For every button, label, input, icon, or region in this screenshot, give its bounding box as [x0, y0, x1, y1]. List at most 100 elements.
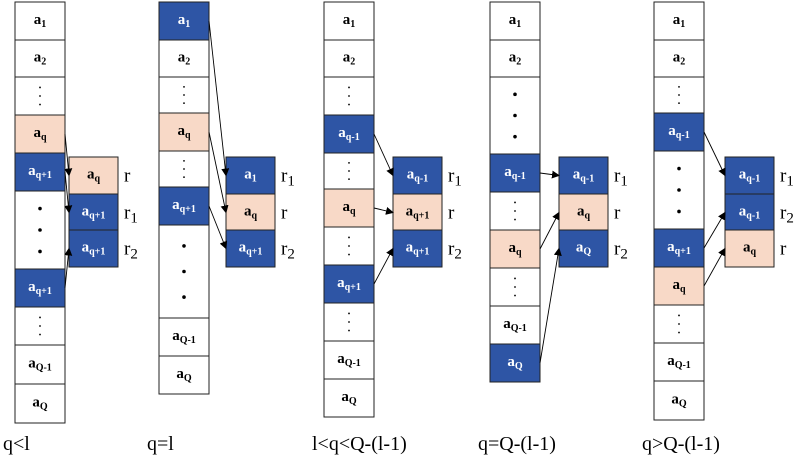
memory-cell: [14, 1, 66, 41]
memory-cell-ellipsis-dot: [513, 113, 517, 118]
memory-cell: [489, 1, 541, 41]
register-name: r1: [780, 166, 794, 190]
memory-cell: [14, 39, 66, 78]
memory-cell-label: aQ-1: [337, 351, 361, 369]
memory-cell-label: aq+1: [667, 239, 691, 257]
memory-cell-label: a1: [509, 12, 522, 30]
memory-cell-ellipsis-dot: [39, 103, 41, 106]
condition-label: l<q<Q-(l-1): [312, 433, 407, 455]
memory-cell-ellipsis-dot: [348, 245, 350, 247]
memory-cell-ellipsis-dot: [183, 160, 185, 162]
condition-label: q>Q-(l-1): [642, 433, 720, 455]
memory-cell: [323, 114, 375, 154]
memory-cell-label: a1: [673, 12, 686, 30]
memory-cell: [14, 383, 66, 424]
memory-cell: [653, 342, 705, 382]
register-cell: [558, 229, 609, 268]
memory-cell: [158, 1, 210, 41]
register-cell: [392, 193, 443, 232]
memory-cell-label: a1: [34, 12, 47, 30]
memory-cell-ellipsis-dot: [514, 286, 516, 288]
register-name: r2: [281, 239, 295, 263]
mapping-arrow: [373, 133, 394, 177]
memory-cell-ellipsis-dot: [183, 102, 185, 104]
memory-cell-ellipsis-dot: [348, 236, 350, 239]
memory-cell-ellipsis-dot: [514, 277, 516, 280]
register-name: r1: [281, 166, 295, 190]
register-name: r: [124, 166, 131, 187]
memory-cell-ellipsis-dot: [183, 168, 185, 170]
memory-cell-ellipsis-dot: [678, 323, 680, 325]
register-cell-label: aq+1: [82, 204, 106, 222]
register-name: r2: [780, 203, 794, 227]
memory-cell-ellipsis-dot: [348, 329, 350, 332]
memory-cell: [14, 114, 66, 154]
memory-cell-ellipsis-dot: [183, 176, 185, 179]
memory-cell-ellipsis-dot: [39, 95, 41, 97]
memory-cell-label: a2: [34, 50, 47, 68]
mapping-arrow: [64, 247, 73, 289]
register-cell-label: aq: [743, 240, 757, 258]
mapping-arrow: [373, 206, 394, 215]
mapping-arrow: [208, 20, 230, 177]
mapping-arrow: [703, 131, 726, 177]
mapping-arrow: [539, 170, 560, 179]
memory-cell-label: aQ: [32, 395, 48, 413]
memory-cell: [158, 39, 210, 78]
memory-cell-label: aQ-1: [172, 328, 196, 346]
memory-cell: [489, 153, 541, 193]
memory-cell-ellipsis-dot: [678, 102, 680, 104]
memory-cell-ellipsis-dot: [38, 206, 42, 211]
register-cell: [558, 193, 609, 232]
memory-cell-ellipsis-dot: [678, 331, 680, 334]
register-cell-label: aq+1: [239, 240, 263, 258]
memory-cell-label: aQ-1: [667, 353, 691, 371]
register-cell-label: aq+1: [82, 240, 106, 258]
memory-cell-ellipsis-dot: [514, 294, 516, 297]
memory-cell-ellipsis-dot: [677, 209, 681, 214]
condition-label: q<l: [3, 433, 30, 455]
memory-cell-ellipsis-dot: [348, 162, 350, 164]
memory-cell-label: a2: [178, 50, 191, 68]
memory-cell-label: a1: [343, 12, 356, 30]
register-cell: [558, 156, 609, 195]
memory-cell-ellipsis-dot: [677, 166, 681, 171]
memory-cell: [14, 344, 66, 385]
register-cell-label: aq-1: [739, 167, 760, 185]
memory-cell: [653, 266, 705, 306]
memory-cell: [323, 1, 375, 41]
memory-cell: [323, 188, 375, 228]
memory-cell: [323, 340, 375, 380]
memory-cell-label: aq-1: [504, 164, 525, 182]
memory-cell-ellipsis-dot: [38, 228, 42, 232]
mapping-arrow: [703, 211, 726, 249]
memory-cell-label: a1: [178, 12, 191, 30]
memory-cell-ellipsis-dot: [514, 210, 516, 212]
memory-cell-ellipsis-dot: [39, 325, 41, 327]
register-cell-label: aq-1: [407, 167, 428, 185]
memory-cell: [158, 317, 210, 357]
mapping-arrow: [64, 133, 73, 177]
memory-cell-label: aq: [672, 277, 686, 295]
memory-cell: [14, 268, 66, 308]
memory-cell-ellipsis-dot: [513, 92, 517, 97]
condition-label: q=l: [147, 433, 174, 455]
memory-cell-label: aQ-1: [503, 316, 527, 334]
memory-cell: [158, 355, 210, 395]
register-cell-label: aq-1: [739, 204, 760, 222]
memory-cell-label: aQ: [671, 392, 687, 410]
memory-cell: [653, 39, 705, 78]
memory-cell-ellipsis-dot: [348, 312, 350, 315]
memory-cell-ellipsis-dot: [348, 253, 350, 256]
register-name: r: [448, 203, 455, 224]
register-name: r: [780, 239, 787, 260]
memory-cell-ellipsis-dot: [39, 316, 41, 319]
memory-cell-ellipsis-dot: [348, 170, 350, 172]
register-cell: [724, 193, 775, 232]
register-name: r1: [614, 166, 628, 190]
